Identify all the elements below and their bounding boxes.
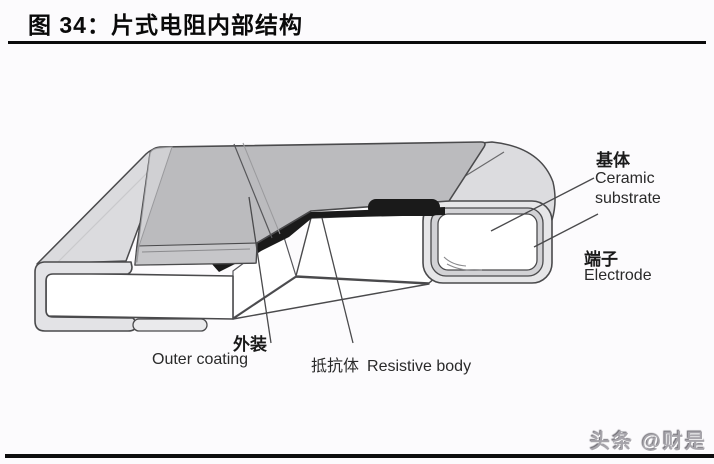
left-electrode-bottom-tab — [132, 318, 208, 332]
coating-front-inner-line — [141, 248, 251, 253]
leader-line-electrode — [533, 213, 599, 248]
label-electrode-cn: 端子 — [584, 250, 618, 269]
substrate-top-shading-line — [57, 157, 163, 263]
leader-line-coating — [248, 196, 272, 344]
coating-cut-edge-line-1 — [233, 143, 273, 239]
outer-coating-left-slant — [135, 146, 173, 263]
outer-coating-front-band — [134, 242, 258, 266]
electrode-ring-core — [437, 213, 538, 271]
label-coating-en: Outer coating — [152, 351, 249, 368]
bottom-bar — [5, 454, 714, 458]
leader-line-substrate — [490, 177, 595, 232]
title-divider — [8, 41, 706, 44]
label-resistive-cn: 抵抗体 — [311, 358, 360, 375]
watermark: 头条 @财是 — [589, 431, 707, 453]
substrate-cut-face — [295, 212, 439, 284]
substrate-front-face — [45, 272, 234, 320]
figure-title: 图 34：片式电阻内部结构 — [28, 12, 303, 38]
resistive-layer-blob — [368, 199, 440, 216]
electrode-ring-detail — [443, 256, 483, 271]
label-electrode-en: Electrode — [584, 267, 652, 284]
label-substrate-en-line1: Ceramic — [595, 170, 655, 187]
label-substrate-cn: 基体 — [596, 151, 630, 170]
leader-line-resistive — [321, 217, 354, 344]
label-resistive-body: 抵抗体 Resistive body — [311, 352, 471, 376]
label-substrate-en-line2: substrate — [595, 190, 661, 207]
coating-cut-edge-line-2 — [242, 142, 281, 235]
label-resistive-en: Resistive body — [367, 358, 472, 375]
label-coating-cn: 外装 — [233, 335, 267, 354]
